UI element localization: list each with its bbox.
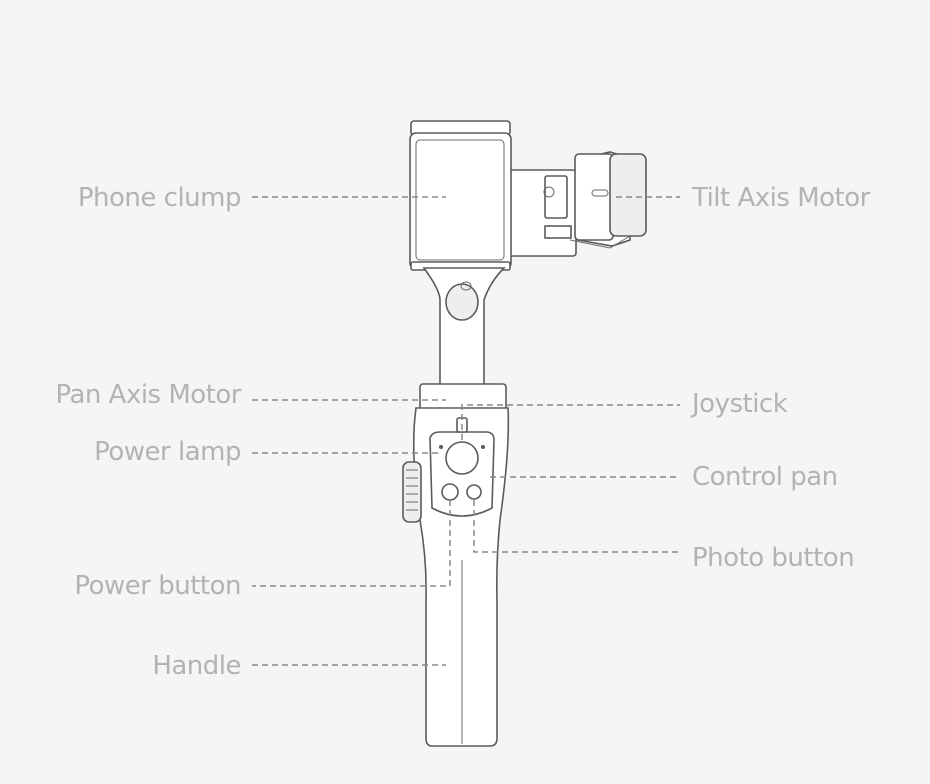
leader-photo-button — [473, 500, 680, 553]
leader-power-button — [252, 500, 451, 587]
label-control-pan: Control pan — [692, 462, 838, 492]
label-power-button: Power button — [74, 571, 241, 601]
arm-drawing — [422, 267, 506, 389]
pan-axis-motor-drawing — [419, 383, 507, 411]
phone-clamp-drawing — [409, 120, 512, 271]
label-phone-clump: Phone clump — [77, 183, 242, 213]
label-tilt-axis-motor: Tilt Axis Motor — [692, 183, 870, 213]
leader-lines — [252, 196, 680, 666]
label-photo-button: Photo button — [692, 543, 855, 573]
leader-joystick — [461, 404, 680, 440]
label-pan-axis-motor: Pan Axis Motor — [55, 380, 241, 410]
handle-drawing — [402, 407, 510, 747]
label-handle: Handle — [152, 651, 241, 681]
label-power-lamp: Power lamp — [94, 437, 241, 467]
tilt-axis-motor-drawing — [507, 151, 647, 257]
label-joystick: Joystick — [692, 389, 788, 419]
